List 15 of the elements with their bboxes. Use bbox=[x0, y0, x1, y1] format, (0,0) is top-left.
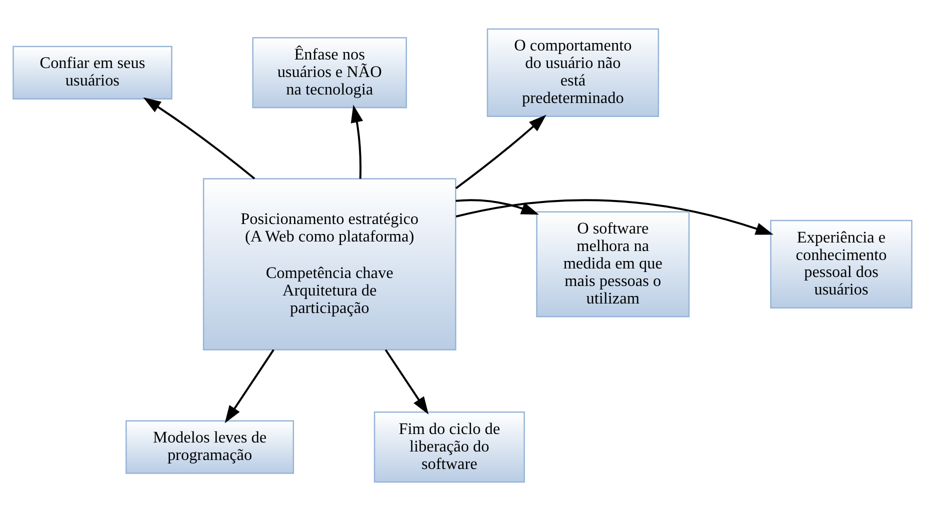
node-box: Experiência e conhecimento pessoal dos usuários bbox=[770, 219, 912, 308]
node-box: O comportamento do usuário não está predeterminado bbox=[486, 28, 660, 116]
arrow bbox=[350, 104, 364, 178]
node-box: Fim do ciclo de liberação do software bbox=[374, 411, 525, 482]
arrow bbox=[224, 348, 274, 423]
arrow bbox=[143, 96, 256, 179]
node-box: Ênfase nos usuários e NÃO na tecnologia bbox=[252, 36, 407, 108]
node-box: Confiar em seus usuários bbox=[12, 45, 172, 99]
arrow bbox=[455, 114, 546, 189]
arrow bbox=[384, 348, 429, 414]
arrow bbox=[456, 198, 539, 214]
node-box: Posicionamento estratégico (A Web como plataforma) Competência chave Arquitetura de participação bbox=[202, 178, 456, 350]
node-box: O software melhora na medida em que mais pessoas o utilizam bbox=[536, 210, 690, 317]
node-box: Modelos leves de programação bbox=[126, 420, 294, 474]
arrow bbox=[456, 198, 774, 234]
